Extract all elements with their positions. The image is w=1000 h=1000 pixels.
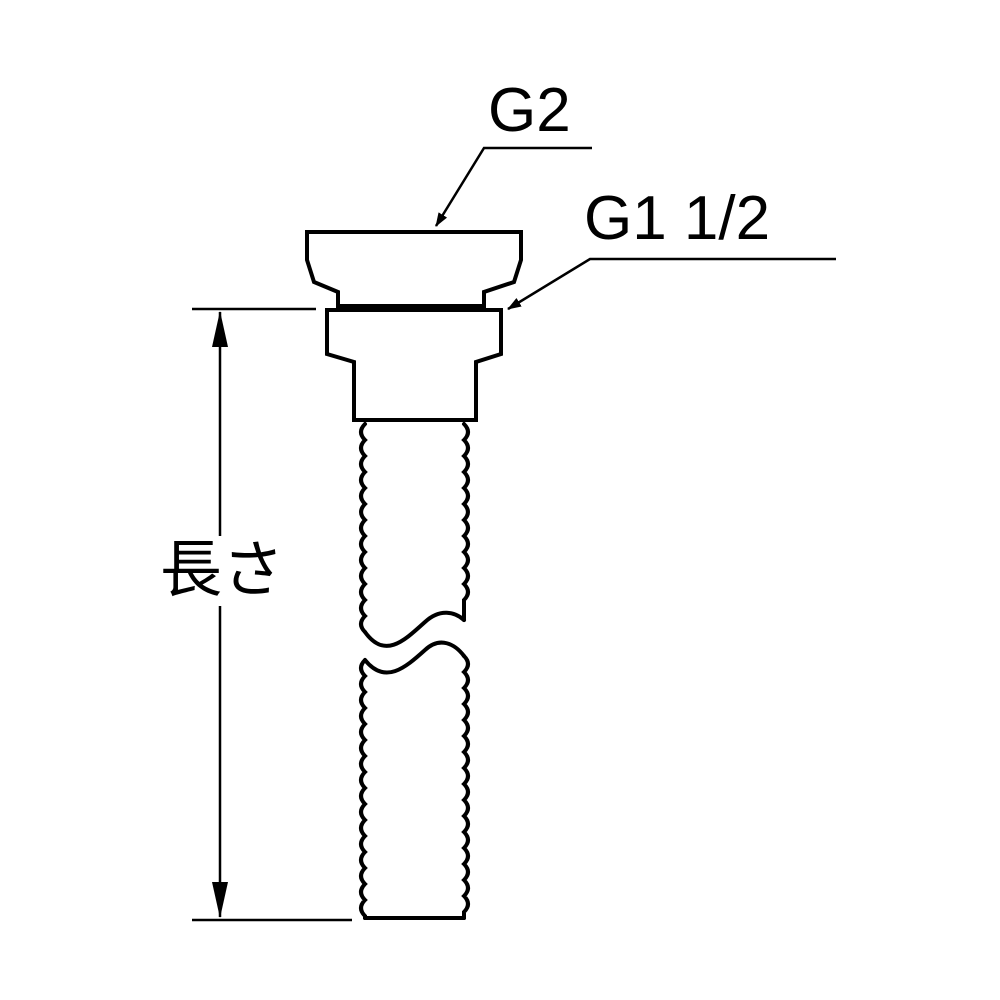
hose-right-wall-upper [461,422,470,622]
hose-left-wall-lower [359,658,368,920]
dimension-arrow-bottom [212,882,228,918]
hose-right-wall-lower [461,654,470,920]
length-label: 長さ [160,536,285,606]
g2-leader-line [434,146,592,227]
g2-thread-label: G2 [488,76,571,145]
hose-break-upper [363,610,466,648]
g1-leader-line [507,257,836,311]
top-nut [305,230,523,308]
middle-fitting [325,308,503,422]
dimension-arrow-top [212,311,228,347]
hose-break-lower [363,640,466,675]
g1-half-thread-label: G1 1/2 [584,184,771,253]
hose-left-wall-upper [359,422,368,634]
